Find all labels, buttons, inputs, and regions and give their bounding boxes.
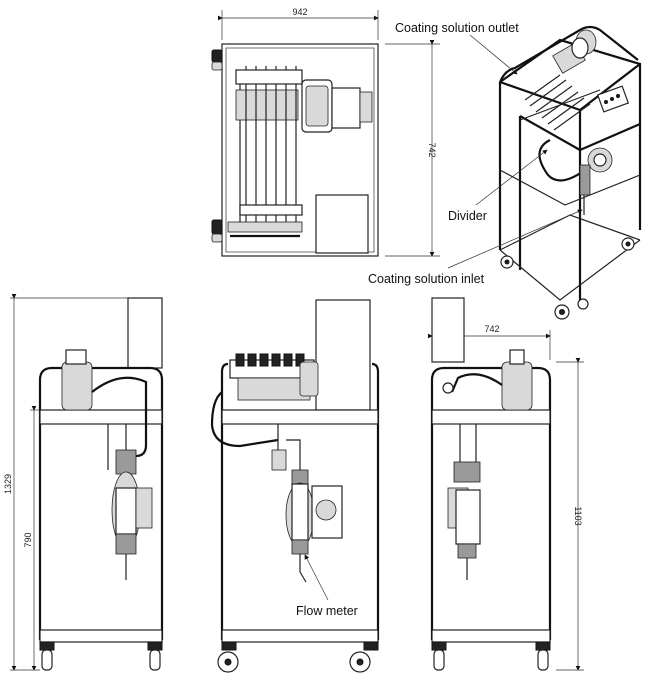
label-flow-meter: Flow meter (296, 604, 358, 618)
label-inlet: Coating solution inlet (368, 272, 485, 286)
dim-top-depth: 742 (427, 142, 437, 157)
dim-top-width: 942 (292, 7, 307, 17)
label-divider: Divider (448, 209, 487, 223)
label-outlet: Coating solution outlet (395, 21, 519, 35)
side-view-right: 742 1103 (427, 297, 584, 671)
side-view-left: 1329 790 (3, 293, 164, 671)
front-view (210, 299, 380, 673)
dim-side-height-table: 790 (23, 532, 33, 547)
perspective-view (498, 25, 642, 320)
top-view: 942 742 (211, 7, 440, 257)
callouts: Coating solution outlet Divider Coating … (368, 21, 583, 286)
flow-meter-callout: Flow meter (296, 554, 358, 618)
dim-side-height-right: 1103 (573, 506, 583, 525)
dim-side-height-total: 1329 (3, 474, 13, 494)
dim-side-depth: 742 (484, 324, 499, 334)
